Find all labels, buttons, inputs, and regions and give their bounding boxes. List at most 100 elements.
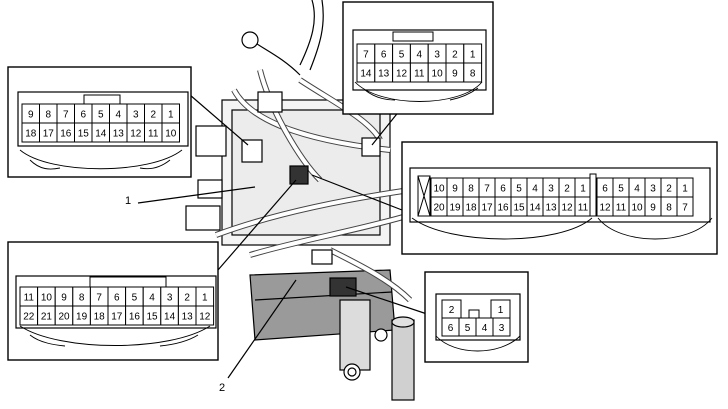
c32-a-pin-label: 17 — [481, 203, 493, 214]
module-assembly — [185, 0, 415, 401]
c18-pin-label: 10 — [165, 129, 177, 140]
c22-pin-label: 9 — [61, 293, 67, 304]
c14-pin-label: 13 — [378, 69, 390, 80]
c14-pin-label: 8 — [470, 69, 476, 80]
c32-a-pin-label: 20 — [433, 203, 445, 214]
c32-a-pin-label: 6 — [500, 184, 506, 195]
c18-pin-label: 17 — [43, 129, 55, 140]
c18-pin-label: 3 — [133, 110, 139, 121]
c18-pin-label: 14 — [95, 129, 107, 140]
c32-a-pin-label: 10 — [433, 184, 445, 195]
connector-divider — [589, 173, 597, 217]
c32-a-pin-label: 2 — [564, 184, 570, 195]
c22-pin-label: 6 — [114, 293, 120, 304]
c32-a-pin-label: 11 — [578, 203, 589, 214]
c22-pin-label: 1 — [202, 293, 208, 304]
c32-a-pin-label: 8 — [468, 184, 474, 195]
c32-a-pin-label: 16 — [497, 203, 509, 214]
wire-fans — [19, 81, 713, 352]
c22-pin-label: 4 — [149, 293, 155, 304]
c32-b-pin-label: 4 — [634, 184, 640, 195]
c32-b-pin-label: 7 — [682, 203, 688, 214]
c14-pin-label: 5 — [399, 50, 405, 61]
c6-pin-label: 6 — [448, 323, 454, 334]
c32-a-pin-label: 4 — [532, 184, 538, 195]
c18-pin-label: 4 — [115, 110, 121, 121]
c32-b-pin-label: 10 — [631, 203, 643, 214]
c32-b-pin-label: 9 — [650, 203, 656, 214]
leader-c22 — [217, 179, 297, 271]
c14-pin-label: 7 — [363, 50, 369, 61]
c14-pin-label: 2 — [452, 50, 458, 61]
c14-pin-cell — [463, 62, 483, 83]
c18-pin-label: 9 — [28, 110, 34, 121]
leader-item-1 — [137, 186, 256, 204]
c22-pin-label: 15 — [146, 312, 158, 323]
c32-b-pin-label: 3 — [650, 184, 656, 195]
c18-pin-cell — [161, 122, 180, 143]
c18-pin-label: 7 — [63, 110, 69, 121]
c18-pin-label: 5 — [98, 110, 104, 121]
c14-pin-label: 11 — [414, 69, 425, 80]
c18-pin-label: 12 — [130, 129, 142, 140]
c14-pin-label: 9 — [452, 69, 458, 80]
c6-pin-label: 3 — [499, 323, 505, 334]
c22-pin-label: 11 — [24, 293, 35, 304]
c22-pin-label: 3 — [167, 293, 173, 304]
c14-pin-label: 10 — [432, 69, 444, 80]
c22-pin-label: 12 — [199, 312, 211, 323]
c18-pin-label: 13 — [113, 129, 125, 140]
c6-pin-label: 2 — [449, 305, 455, 316]
c22-pin-label: 8 — [79, 293, 85, 304]
c18-pin-label: 18 — [25, 129, 37, 140]
c22-pin-label: 21 — [41, 312, 53, 323]
c18-pin-label: 2 — [150, 110, 156, 121]
c22-pin-label: 19 — [76, 312, 88, 323]
c32-a-pin-label: 5 — [516, 184, 522, 195]
c32-a-pin-label: 9 — [452, 184, 458, 195]
c14-pin-label: 14 — [360, 69, 372, 80]
c22-pin-label: 2 — [184, 293, 190, 304]
c22-pin-label: 17 — [111, 312, 123, 323]
c32-a-pin-label: 19 — [449, 203, 461, 214]
c18-pin-label: 11 — [148, 129, 159, 140]
c32-a-pin-label: 13 — [545, 203, 557, 214]
connector-key — [392, 31, 434, 42]
c6-pin-label: 1 — [498, 305, 504, 316]
callout-item-1: 1 — [125, 195, 132, 207]
c32-a-pin-label: 3 — [548, 184, 554, 195]
leader-c6 — [345, 286, 431, 316]
c18-pin-label: 1 — [168, 110, 174, 121]
c14-pin-label: 1 — [470, 50, 476, 61]
c32-b-pin-label: 1 — [682, 184, 688, 195]
c32-b-pin-label: 12 — [599, 203, 611, 214]
callout-item-2: 2 — [219, 382, 226, 394]
leader-c14 — [371, 109, 401, 146]
c22-pin-label: 22 — [23, 312, 35, 323]
connector-latch-mark — [417, 175, 431, 217]
c18-pin-label: 6 — [80, 110, 86, 121]
c32-b-pin-label: 5 — [618, 184, 624, 195]
c32-a-pin-label: 1 — [580, 184, 586, 195]
c22-pin-cell — [195, 305, 215, 326]
c6-pin-label: 5 — [465, 323, 471, 334]
c14-pin-label: 3 — [434, 50, 440, 61]
c14-pin-label: 4 — [417, 50, 423, 61]
c6-pin-label: 4 — [482, 323, 488, 334]
c32-a-pin-label: 7 — [484, 184, 490, 195]
c22-pin-label: 7 — [96, 293, 102, 304]
c32-a-pin-label: 12 — [561, 203, 573, 214]
c22-pin-label: 20 — [58, 312, 70, 323]
c32-a-pin-label: 14 — [529, 203, 541, 214]
connector-key — [83, 94, 121, 105]
c6-pin-cell — [492, 317, 511, 337]
leader-c32 — [311, 174, 403, 211]
c14-pin-label: 6 — [381, 50, 387, 61]
